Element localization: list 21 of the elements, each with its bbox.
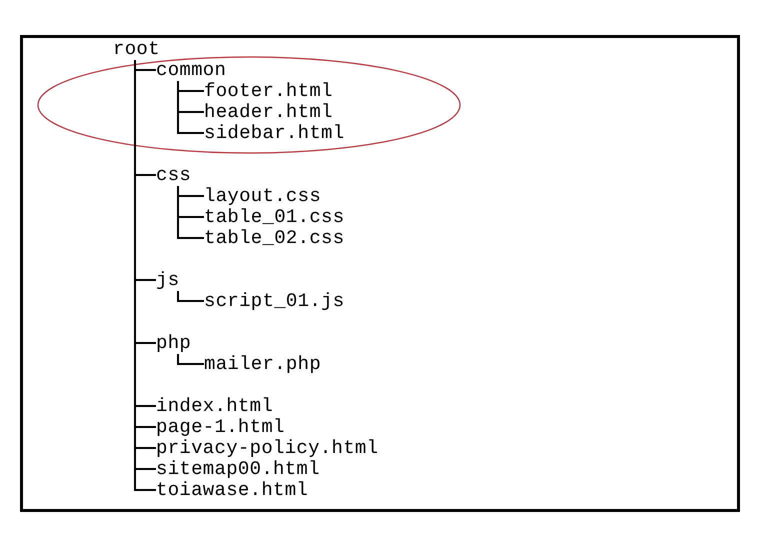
file-name: sitemap00.html	[156, 458, 320, 480]
file-name: mailer.php	[204, 353, 322, 375]
folder-name: common	[156, 59, 226, 81]
file-name: toiawase.html	[156, 479, 308, 501]
file-name: privacy-policy.html	[156, 437, 378, 459]
folder-name: php	[156, 332, 192, 354]
file-name: index.html	[156, 395, 274, 417]
file-name: page-1.html	[156, 416, 285, 438]
tree-connector	[177, 354, 204, 365]
file-name: sidebar.html	[204, 122, 344, 144]
highlight-ellipse	[37, 56, 461, 154]
file-name: footer.html	[204, 80, 333, 102]
tree-connector	[177, 291, 204, 302]
folder-name: js	[156, 269, 180, 291]
file-name: table_02.css	[204, 227, 344, 249]
folder-name: root	[113, 38, 160, 60]
file-name: header.html	[204, 101, 333, 123]
file-name: script_01.js	[204, 290, 344, 312]
file-name: layout.css	[204, 185, 322, 207]
folder-name: css	[156, 164, 192, 186]
file-name: table_01.css	[204, 206, 344, 228]
